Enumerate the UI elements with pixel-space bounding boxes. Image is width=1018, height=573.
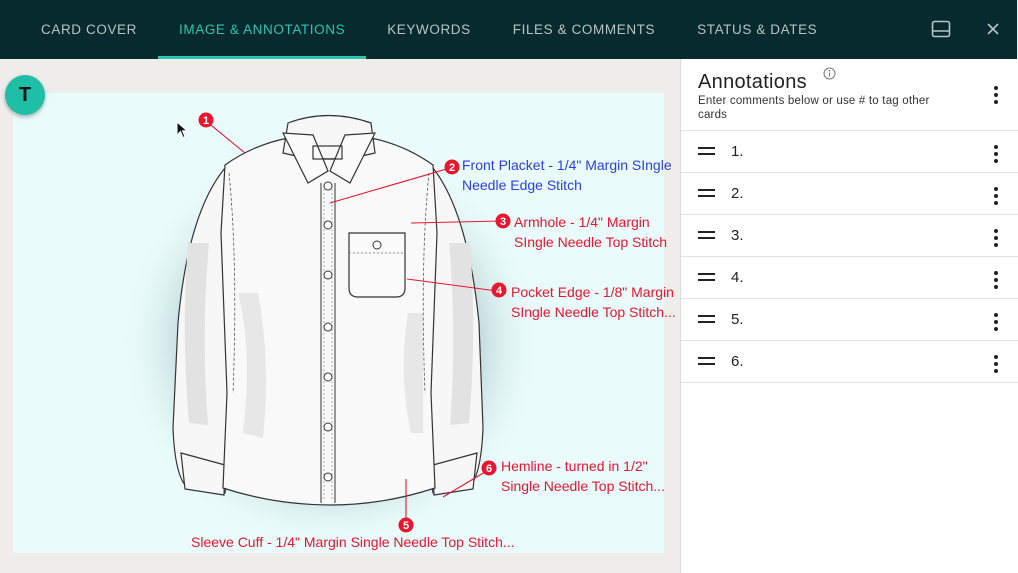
svg-text:1: 1 (203, 115, 209, 127)
tab-card-cover[interactable]: CARD COVER (41, 22, 138, 37)
annotation-more-icon[interactable] (993, 145, 999, 163)
annotation-label: 3. (731, 227, 744, 244)
tab-image-annotations[interactable]: IMAGE & ANNOTATIONS (158, 0, 367, 59)
shirt-illustration: 1 2 3 4 5 6 Front Placke (121, 112, 676, 550)
top-bar: CARD COVER IMAGE & ANNOTATIONS KEYWORDS … (0, 0, 1017, 59)
svg-text:3: 3 (500, 216, 506, 228)
tab-files-comments[interactable]: FILES & COMMENTS (512, 22, 656, 37)
annotation-label: 5. (731, 311, 744, 328)
drag-handle-icon[interactable] (698, 315, 715, 324)
image-canvas: T (0, 59, 680, 573)
callout-marker-6[interactable]: 6 (481, 460, 497, 476)
close-icon[interactable] (980, 16, 1006, 42)
drag-handle-icon[interactable] (698, 357, 715, 366)
callout-marker-1[interactable]: 1 (198, 112, 214, 128)
annotation-row-4[interactable]: 4. (681, 257, 1018, 299)
callout-3-line-1: Armhole - 1/4" Margin (514, 214, 650, 230)
callout-3-line-2: SIngle Needle Top Stitch (514, 234, 667, 250)
svg-text:5: 5 (403, 520, 409, 532)
callout-5-line-1: Sleeve Cuff - 1/4" Margin Single Needle … (191, 534, 515, 550)
annotation-more-icon[interactable] (993, 313, 999, 331)
callout-marker-2[interactable]: 2 (444, 159, 460, 175)
annotation-label: 2. (731, 185, 744, 202)
tab-bar: CARD COVER IMAGE & ANNOTATIONS KEYWORDS … (20, 0, 838, 59)
callout-6-line-1: Hemline - turned in 1/2" (501, 458, 648, 474)
panel-layout-icon[interactable] (928, 16, 954, 42)
annotation-more-icon[interactable] (993, 187, 999, 205)
info-icon[interactable] (823, 67, 836, 85)
tab-keywords[interactable]: KEYWORDS (387, 22, 471, 37)
callout-4-line-2: SIngle Needle Top Stitch... (511, 304, 676, 320)
drag-handle-icon[interactable] (698, 231, 715, 240)
annotation-row-1[interactable]: 1. (681, 131, 1018, 173)
svg-text:2: 2 (449, 162, 455, 174)
annotations-panel: Annotations Enter comments below or use … (680, 59, 1018, 573)
panel-title: Annotations (698, 71, 807, 93)
annotation-label: 6. (731, 353, 744, 370)
annotation-row-2[interactable]: 2. (681, 173, 1018, 215)
annotation-row-3[interactable]: 3. (681, 215, 1018, 257)
annotation-row-6[interactable]: 6. (681, 341, 1018, 383)
drag-handle-icon[interactable] (698, 189, 715, 198)
svg-text:4: 4 (496, 285, 503, 297)
svg-text:6: 6 (486, 463, 492, 475)
callout-6-line-2: Single Needle Top Stitch... (501, 478, 665, 494)
annotation-more-icon[interactable] (993, 229, 999, 247)
drag-handle-icon[interactable] (698, 273, 715, 282)
callout-2-line-1: Front Placket - 1/4" Margin SIngle (462, 157, 672, 173)
callout-marker-3[interactable]: 3 (495, 213, 511, 229)
annotation-row-5[interactable]: 5. (681, 299, 1018, 341)
panel-subtitle: Enter comments below or use # to tag oth… (698, 95, 930, 121)
annotated-image[interactable]: 1 2 3 4 5 6 Front Placke (13, 93, 676, 553)
annotation-label: 4. (731, 269, 744, 286)
tab-status-dates[interactable]: STATUS & DATES (697, 22, 818, 37)
panel-more-menu-icon[interactable] (993, 86, 999, 104)
annotation-label: 1. (731, 143, 744, 160)
user-avatar[interactable]: T (5, 75, 45, 115)
annotation-more-icon[interactable] (993, 355, 999, 373)
callout-2-line-2: Needle Edge Stitch (462, 177, 582, 193)
mouse-cursor-icon (176, 120, 189, 144)
callout-marker-4[interactable]: 4 (491, 282, 507, 298)
drag-handle-icon[interactable] (698, 147, 715, 156)
callout-4-line-1: Pocket Edge - 1/8" Margin (511, 284, 674, 300)
annotations-header: Annotations Enter comments below or use … (681, 59, 1018, 131)
callout-marker-5[interactable]: 5 (398, 517, 414, 533)
annotation-more-icon[interactable] (993, 271, 999, 289)
